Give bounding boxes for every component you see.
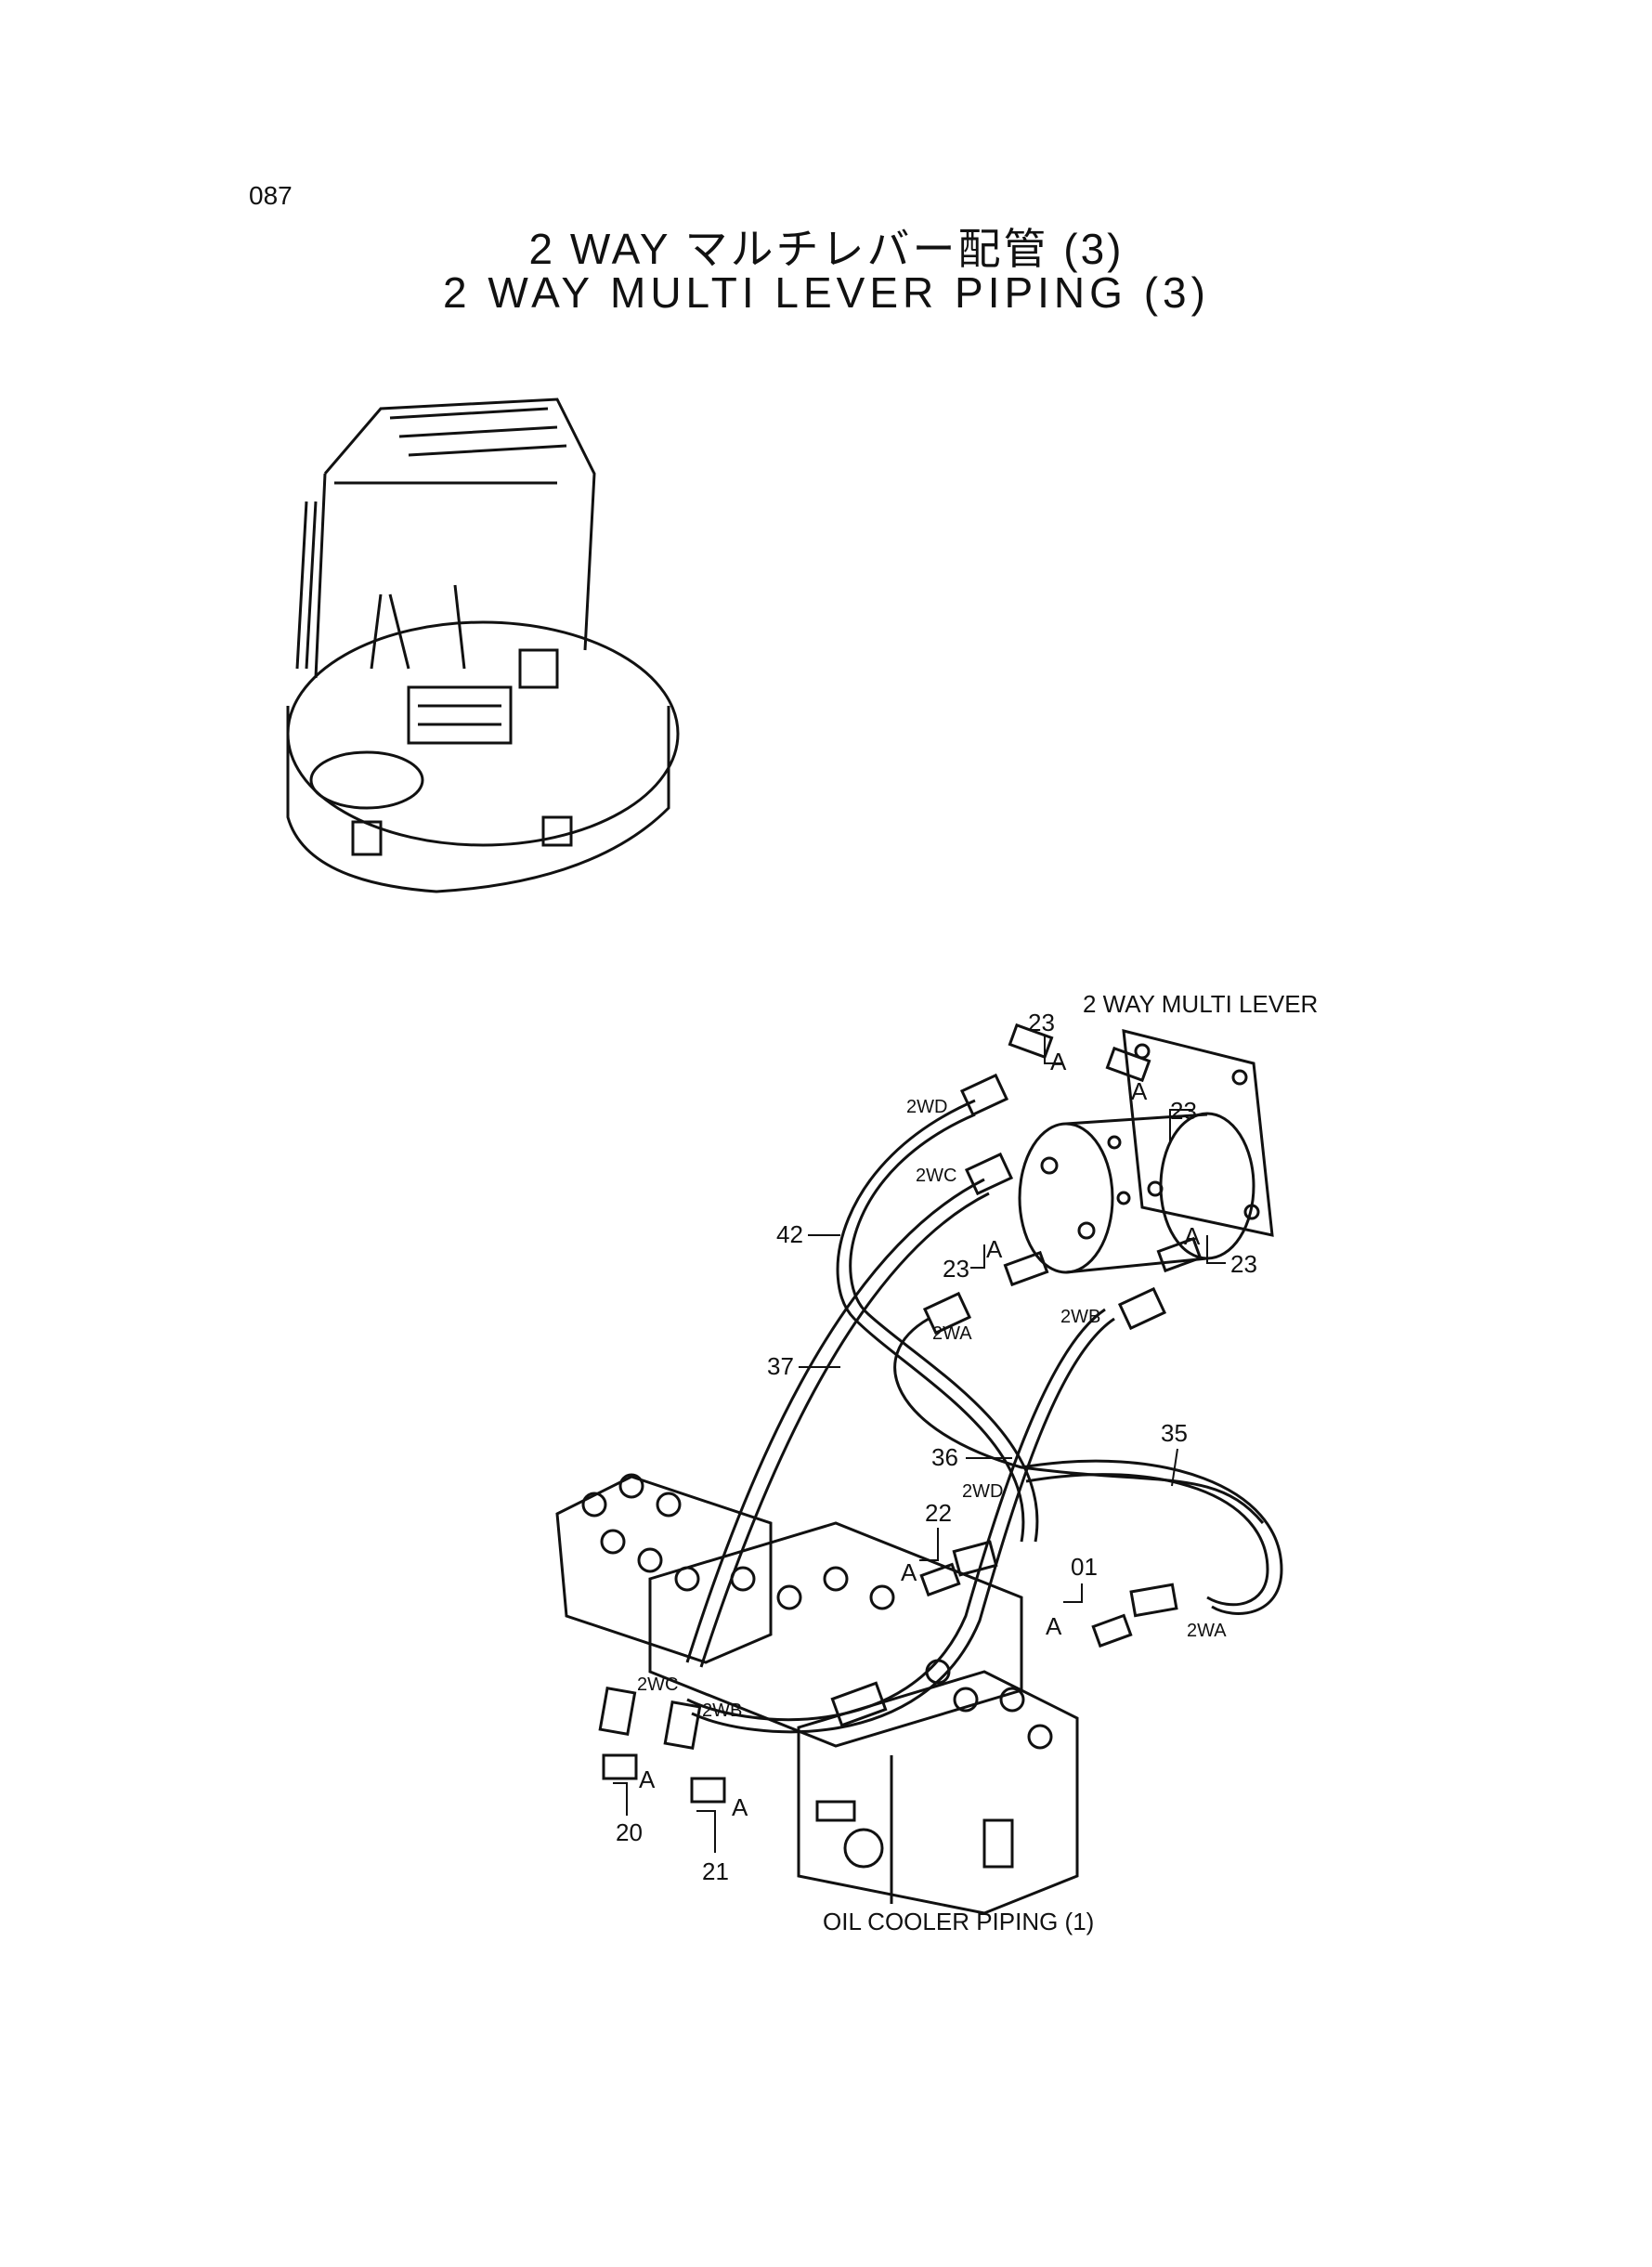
part-01: 01 [1071, 1553, 1098, 1581]
excavator-overview [286, 397, 680, 893]
part-22: 22 [925, 1499, 952, 1527]
port-2wb-bottom: 2WB [702, 1700, 742, 1721]
title-japanese: 2 WAY マルチレバー配管 (3) [528, 225, 1125, 273]
marker-a-4: A [1184, 1222, 1201, 1250]
part-42: 42 [776, 1220, 803, 1248]
marker-a-6: A [1046, 1612, 1062, 1640]
leader-lines [613, 1036, 1226, 1853]
marker-a-3: A [986, 1235, 1003, 1263]
view-markers: A A A A A A A A [639, 1048, 1201, 1821]
part-23-d: 23 [1230, 1250, 1257, 1278]
port-2wa-top: 2WA [932, 1323, 972, 1344]
part-36: 36 [931, 1443, 958, 1471]
port-2wc-top: 2WC [916, 1166, 956, 1186]
label-oil-cooler: OIL COOLER PIPING (1) [823, 1908, 1094, 1935]
part-23-c: 23 [943, 1255, 969, 1283]
page-number: 087 [249, 181, 293, 210]
port-2wd-top: 2WD [906, 1097, 947, 1117]
control-valve [555, 1473, 1079, 1915]
port-labels: 2WD 2WC 2WA 2WB 2WD 2WA 2WC 2WB [637, 1097, 1227, 1721]
label-multi-lever: 2 WAY MULTI LEVER [1083, 990, 1318, 1018]
part-20: 20 [616, 1818, 643, 1846]
marker-a-2: A [1131, 1077, 1148, 1105]
part-21: 21 [702, 1857, 729, 1885]
marker-a-5: A [901, 1558, 917, 1586]
part-35: 35 [1161, 1419, 1188, 1447]
marker-a-1: A [1050, 1048, 1067, 1075]
part-37: 37 [767, 1352, 794, 1380]
port-2wa-bottom: 2WA [1187, 1621, 1227, 1641]
port-2wb-top: 2WB [1060, 1307, 1100, 1327]
title-english: 2 WAY MULTI LEVER PIPING (3) [443, 268, 1210, 317]
port-2wc-bottom: 2WC [637, 1674, 678, 1695]
marker-a-8: A [732, 1793, 748, 1821]
marker-a-7: A [639, 1765, 656, 1793]
part-23-a: 23 [1028, 1009, 1055, 1036]
port-2wd-bottom: 2WD [962, 1481, 1003, 1502]
labels: 2 WAY MULTI LEVER OIL COOLER PIPING (1) … [616, 990, 1318, 1935]
